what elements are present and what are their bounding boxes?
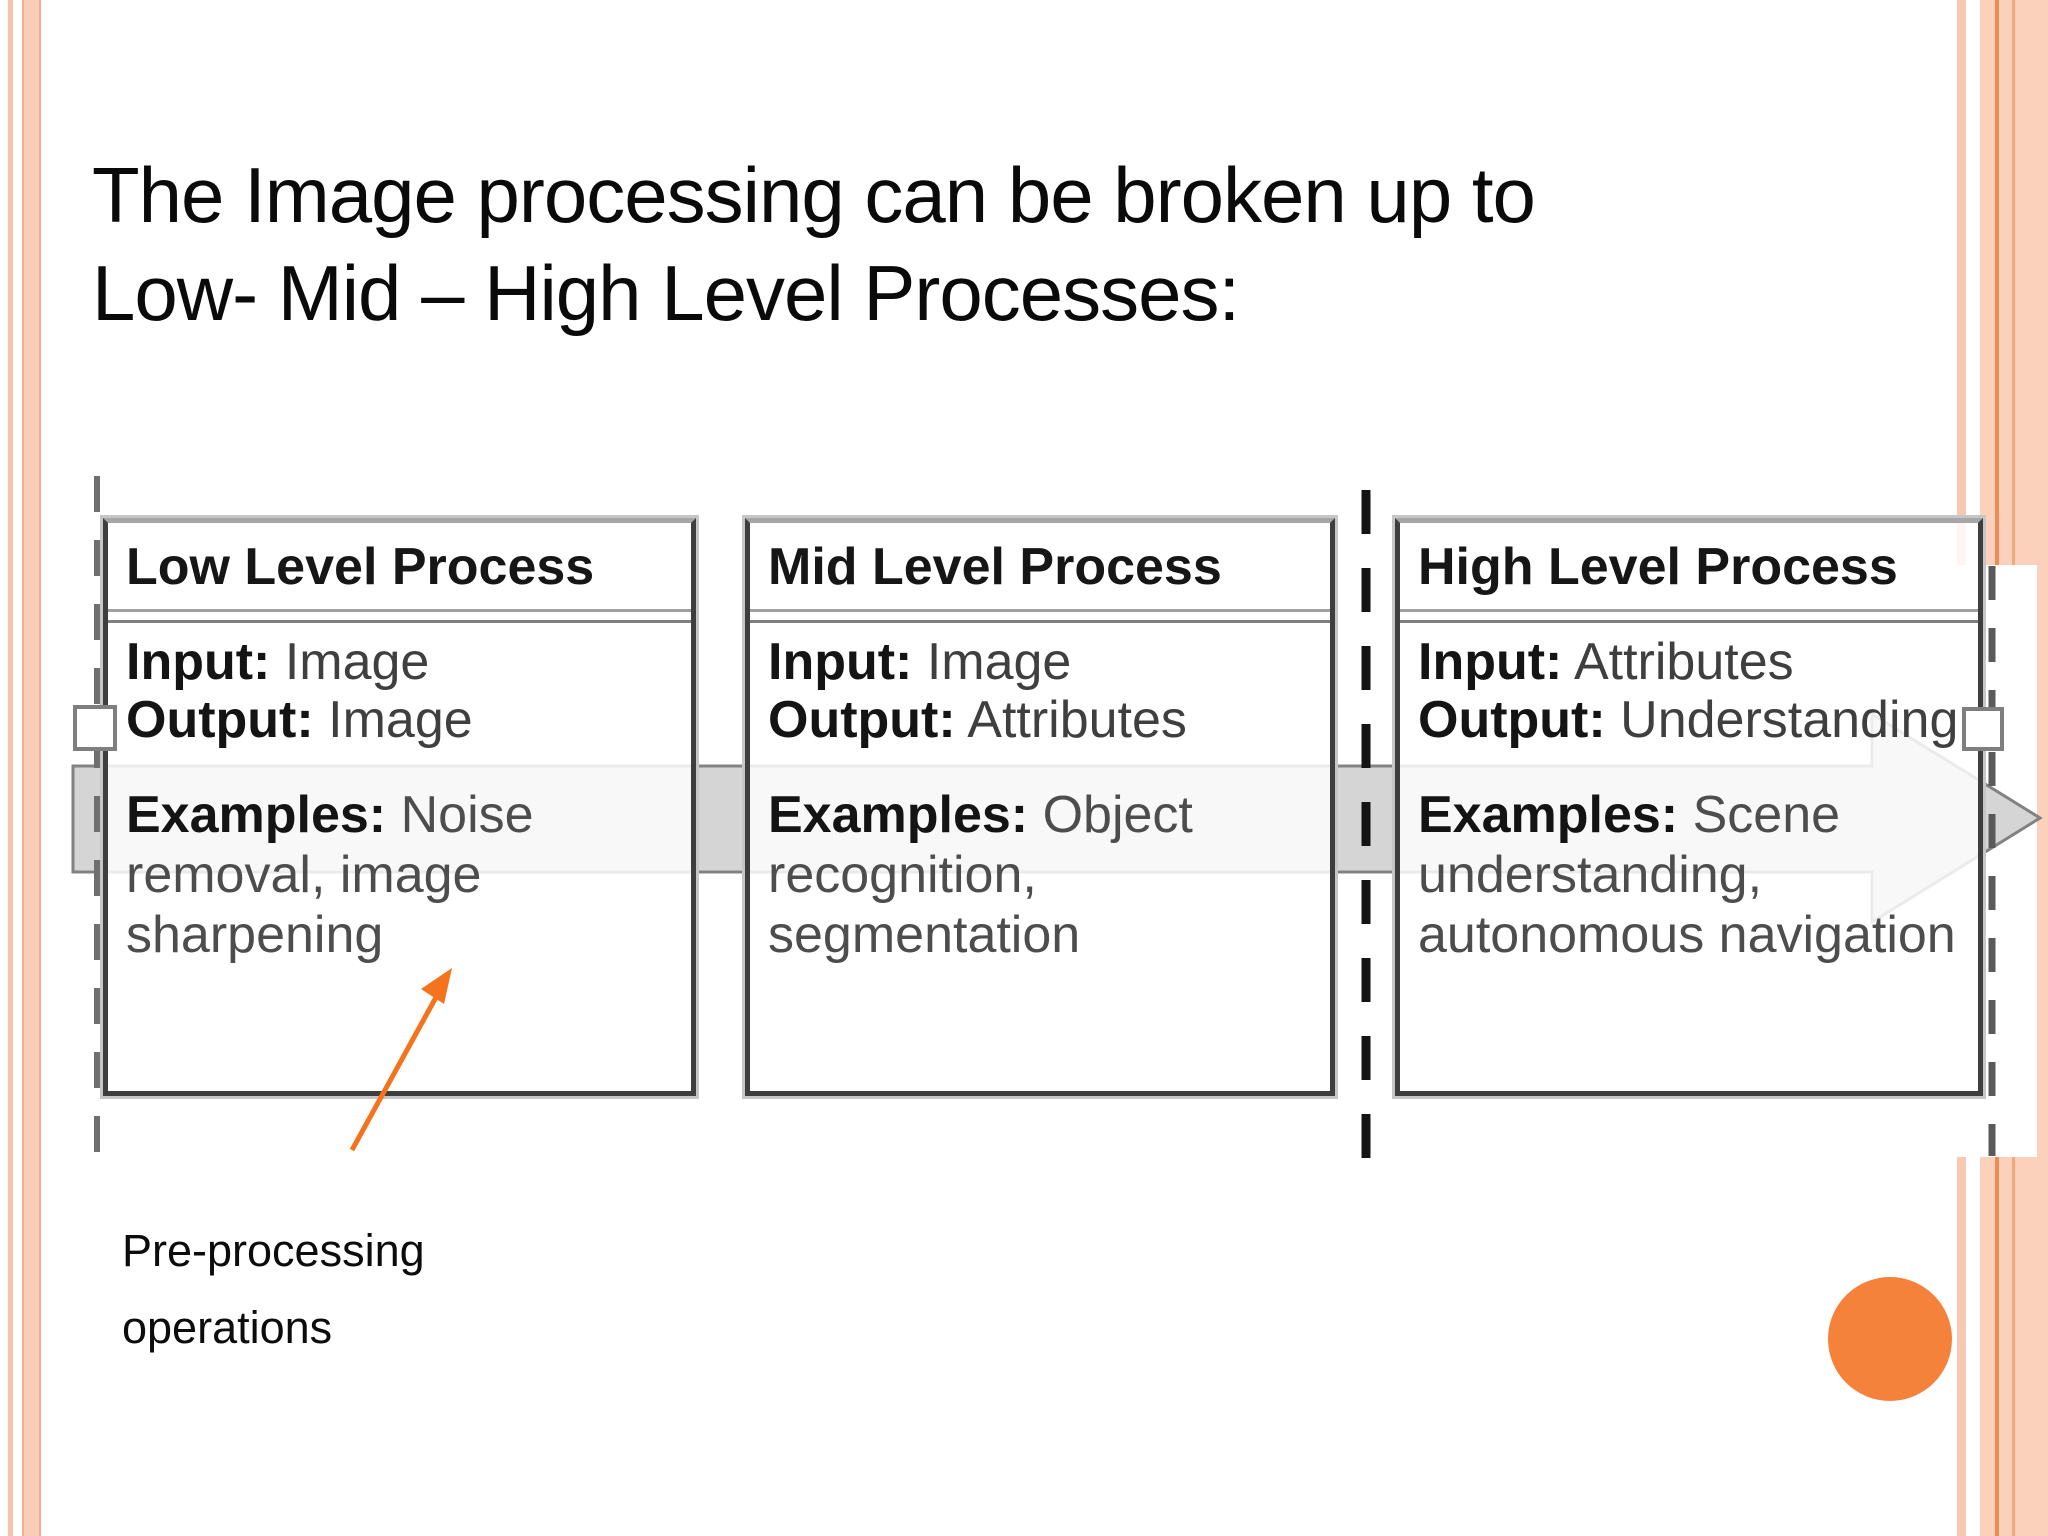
process-box-high-body: Input: Attributes Output: Understanding … bbox=[1400, 623, 1978, 965]
input-line: Input: Image bbox=[126, 633, 675, 691]
left-border-stripe-thin bbox=[8, 0, 13, 1536]
output-value: Image bbox=[328, 691, 473, 749]
input-label: Input: bbox=[1418, 633, 1563, 691]
left-border-stripe-band bbox=[22, 0, 41, 1536]
output-label: Output: bbox=[126, 691, 314, 749]
output-line: Output: Understanding bbox=[1418, 691, 1962, 749]
process-box-high: High Level Process Input: Attributes Out… bbox=[1395, 518, 1983, 1096]
output-value: Understanding bbox=[1620, 691, 1959, 749]
process-box-mid-title: Mid Level Process bbox=[768, 538, 1222, 596]
process-box-low: Low Level Process Input: Image Output: I… bbox=[103, 518, 696, 1096]
annotation-label: Pre-processing operations bbox=[122, 1212, 425, 1366]
examples-label: Examples: bbox=[768, 786, 1029, 844]
process-box-low-title: Low Level Process bbox=[126, 538, 595, 596]
annotation-label-line-1: Pre-processing bbox=[122, 1225, 425, 1276]
input-value: Attributes bbox=[1573, 633, 1794, 691]
process-box-mid: Mid Level Process Input: Image Output: A… bbox=[745, 518, 1335, 1096]
process-box-low-body: Input: Image Output: Image Examples: Noi… bbox=[108, 623, 691, 965]
process-box-high-title: High Level Process bbox=[1418, 538, 1898, 596]
output-line: Output: Image bbox=[126, 691, 675, 749]
input-line: Input: Attributes bbox=[1418, 633, 1962, 691]
examples-value: Scene understanding, autonomous navigati… bbox=[1418, 786, 1956, 964]
examples-value: Noise removal, image sharpening bbox=[126, 786, 534, 964]
output-line: Output: Attributes bbox=[768, 691, 1314, 749]
slide-title: The Image processing can be broken up to… bbox=[92, 146, 1536, 342]
input-line: Input: Image bbox=[768, 633, 1314, 691]
slide-title-line-1: The Image processing can be broken up to bbox=[92, 151, 1536, 239]
input-value: Image bbox=[926, 633, 1072, 691]
decorative-circle-icon bbox=[1828, 1277, 1952, 1401]
examples-label: Examples: bbox=[1418, 786, 1679, 844]
input-value: Image bbox=[284, 633, 430, 691]
output-label: Output: bbox=[768, 691, 956, 749]
input-label: Input: bbox=[126, 633, 271, 691]
header-separator bbox=[1400, 609, 1978, 623]
slide-title-line-2: Low- Mid – High Level Processes: bbox=[92, 249, 1240, 337]
examples-label: Examples: bbox=[126, 786, 387, 844]
header-separator bbox=[108, 609, 691, 623]
examples-line: Examples: Noise removal, image sharpenin… bbox=[126, 785, 675, 965]
input-label: Input: bbox=[768, 633, 913, 691]
annotation-label-line-2: operations bbox=[122, 1302, 333, 1353]
examples-value: Object recognition, segmentation bbox=[768, 786, 1193, 964]
examples-line: Examples: Scene understanding, autonomou… bbox=[1418, 785, 1962, 965]
process-box-mid-body: Input: Image Output: Attributes Examples… bbox=[750, 623, 1330, 965]
output-value: Attributes bbox=[967, 691, 1187, 749]
examples-line: Examples: Object recognition, segmentati… bbox=[768, 785, 1314, 965]
output-label: Output: bbox=[1418, 691, 1606, 749]
header-separator bbox=[750, 609, 1330, 623]
